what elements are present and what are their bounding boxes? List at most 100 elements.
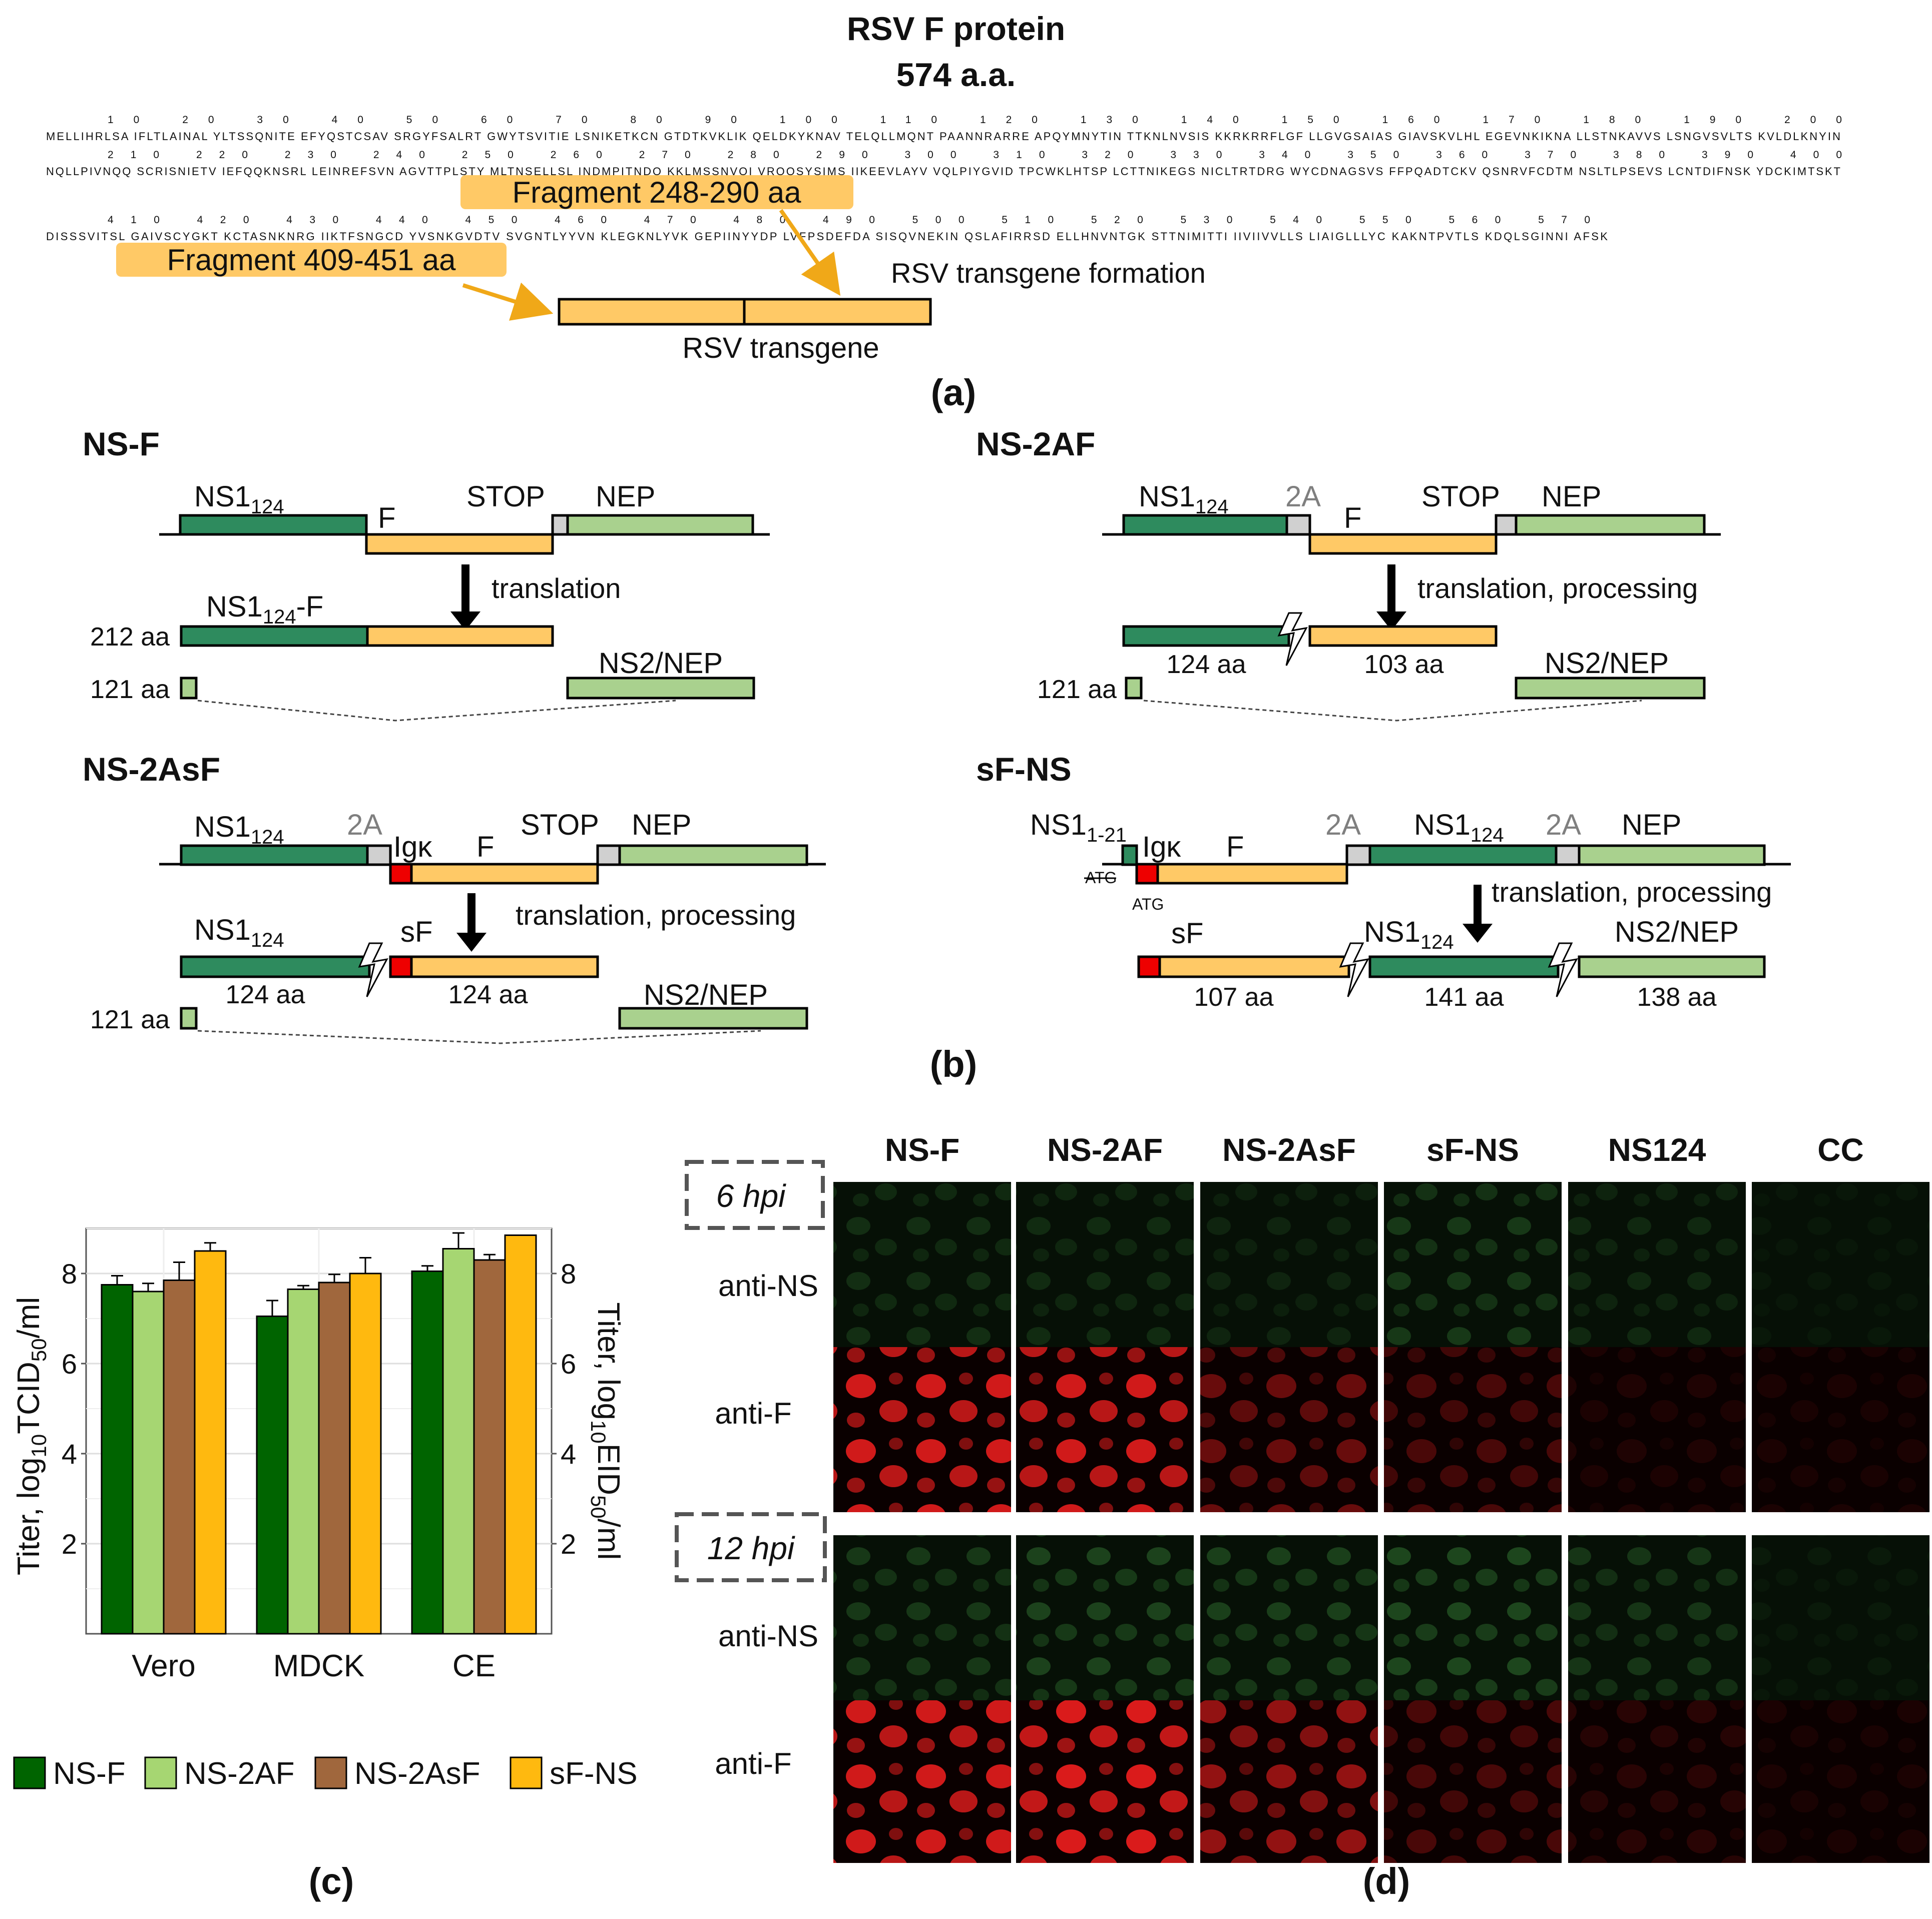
nep-label: NEP — [632, 809, 691, 841]
2a-label: 2A — [1285, 480, 1321, 513]
micrograph-signal — [1752, 1182, 1929, 1347]
2a-segment-1 — [1345, 844, 1371, 866]
construct-title: NS-2AsF — [83, 751, 220, 788]
nep-segment — [1515, 514, 1706, 536]
nep-label: NEP — [1542, 480, 1601, 513]
f-label: F — [476, 831, 494, 863]
ruler-row-3: 410 420 430 440 450 460 470 480 490 500 … — [108, 214, 1590, 226]
x-tick-label: Vero — [132, 1649, 196, 1683]
fragment-248-290-label: Fragment 248-290 aa — [512, 176, 801, 209]
ns1-segment — [180, 844, 369, 866]
micrograph-signal — [1384, 1535, 1562, 1700]
micrograph-signal — [1384, 1347, 1562, 1512]
igk-segment — [389, 863, 413, 885]
small-product — [180, 1007, 198, 1030]
fragment-409-451-label: Fragment 409-451 aa — [167, 243, 456, 277]
bar-NS-2AsF-MDCK — [318, 1282, 351, 1635]
micrograph-signal — [1752, 1347, 1929, 1512]
construct-title: sF-NS — [976, 751, 1072, 788]
fusion-ns1-segment — [180, 625, 369, 647]
dashed-join — [197, 1030, 761, 1044]
legend-label: NS-2AF — [184, 1756, 294, 1791]
micrograph-signal — [1752, 1700, 1929, 1863]
f-segment — [1308, 533, 1498, 555]
translation-label: translation, processing — [1492, 876, 1772, 908]
f-product — [1308, 625, 1498, 647]
nep-segment — [566, 514, 754, 536]
ruler-row-1: 10 20 30 40 50 60 70 80 90 100 110 120 1… — [108, 114, 1842, 126]
y-axis-label-left: Titer, log10TCID50/ml — [12, 1297, 51, 1575]
ns1-product-label: NS1124 — [1364, 916, 1454, 953]
column-header: NS-F — [885, 1132, 959, 1168]
protein-title: RSV F protein — [847, 10, 1065, 47]
ns2nep-label: NS2/NEP — [644, 979, 768, 1011]
length-212: 212 aa — [90, 622, 170, 652]
translation-label: translation, processing — [516, 899, 796, 931]
bar-NS-2AF-CE — [442, 1248, 475, 1635]
construct-ns-f: NS-F NS1124 F STOP NEP translation NS112… — [83, 425, 770, 722]
ns1-label: NS1124 — [1139, 480, 1229, 518]
igk-product — [1137, 955, 1161, 978]
sf-label: sF — [1171, 917, 1203, 950]
stop-segment — [551, 514, 569, 536]
micrograph-signal — [1200, 1347, 1378, 1512]
micrograph-signal — [1016, 1182, 1194, 1347]
f-label: F — [1344, 502, 1361, 534]
bar-NS-2AsF-CE — [473, 1259, 506, 1635]
column-header: NS-2AF — [1047, 1132, 1163, 1168]
construct-sf-ns: sF-NS NS11-21 Igκ F 2A NS1124 2A NEP ATG… — [976, 751, 1791, 1012]
micrograph-signal — [1016, 1535, 1194, 1700]
length-124: 124 aa — [1166, 650, 1246, 679]
panel-a-label: (a) — [931, 372, 976, 413]
y-axis-label-right: Titer, log10EID50/ml — [587, 1303, 626, 1560]
2a-segment — [366, 844, 392, 866]
length-141: 141 aa — [1424, 983, 1504, 1012]
2a-segment-2 — [1555, 844, 1581, 866]
length-103: 103 aa — [1364, 650, 1443, 679]
fragment-409-451-highlight — [116, 243, 507, 277]
stop-segment — [596, 844, 621, 866]
panel-b-label: (b) — [930, 1043, 978, 1085]
small-product — [180, 677, 198, 700]
stop-segment — [1495, 514, 1518, 536]
micrograph-signal — [833, 1347, 1011, 1512]
row-label-anti-f-12: anti-F — [715, 1747, 791, 1780]
sequence-row-3: DISSSVITSL GAIVSCYGKT KCTASNKNRG IIKTFSN… — [46, 230, 1608, 243]
micrograph-signal — [1016, 1700, 1194, 1863]
y-tick-right: 4 — [561, 1438, 576, 1470]
microscopy-grid — [833, 1182, 1929, 1863]
atg-start: ATG — [1132, 895, 1164, 913]
bar-NS-2AF-Vero — [132, 1291, 165, 1635]
igk-label: Igκ — [1142, 831, 1181, 863]
length-138: 138 aa — [1637, 983, 1716, 1012]
y-tick-right: 8 — [561, 1258, 576, 1290]
ns2nep-product — [566, 677, 755, 700]
column-header: CC — [1817, 1132, 1863, 1168]
micrograph-signal — [1568, 1535, 1746, 1700]
2a-label: 2A — [347, 809, 382, 841]
time-label-6hpi: 6 hpi — [716, 1178, 787, 1214]
bar-NS-F-CE — [411, 1270, 444, 1635]
2a-label-2: 2A — [1546, 809, 1581, 841]
f-segment — [1156, 863, 1348, 885]
nep-segment — [1578, 844, 1766, 866]
sequence-row-2: NQLLPIVNQQ SCRISNIETV IEFQQKNSRL LEINREF… — [46, 165, 1840, 178]
micrograph-signal — [833, 1700, 1011, 1863]
nep-label: NEP — [596, 480, 655, 513]
legend-swatch — [144, 1756, 177, 1789]
construct-title: NS-F — [83, 425, 160, 462]
row-label-anti-f-6: anti-F — [715, 1397, 791, 1430]
row-label-anti-ns-6: anti-NS — [718, 1269, 818, 1303]
panel-c-label: (c) — [309, 1860, 354, 1902]
bar-NS-2AF-MDCK — [287, 1289, 320, 1635]
length-124-b: 124 aa — [448, 980, 528, 1009]
sf-product — [410, 955, 599, 978]
construct-ns-2af: NS-2AF NS1124 2A F STOP NEP translation,… — [976, 425, 1721, 722]
legend-swatch — [13, 1756, 46, 1789]
time-label-12hpi: 12 hpi — [707, 1530, 795, 1566]
translation-label: translation, processing — [1417, 572, 1698, 604]
f-label: F — [378, 502, 395, 534]
sequence-row-1: MELLIHRLSA IFLTLAINAL YLTSSQNITE EFYQSTC… — [46, 130, 1840, 143]
nep-label: NEP — [1622, 809, 1681, 841]
